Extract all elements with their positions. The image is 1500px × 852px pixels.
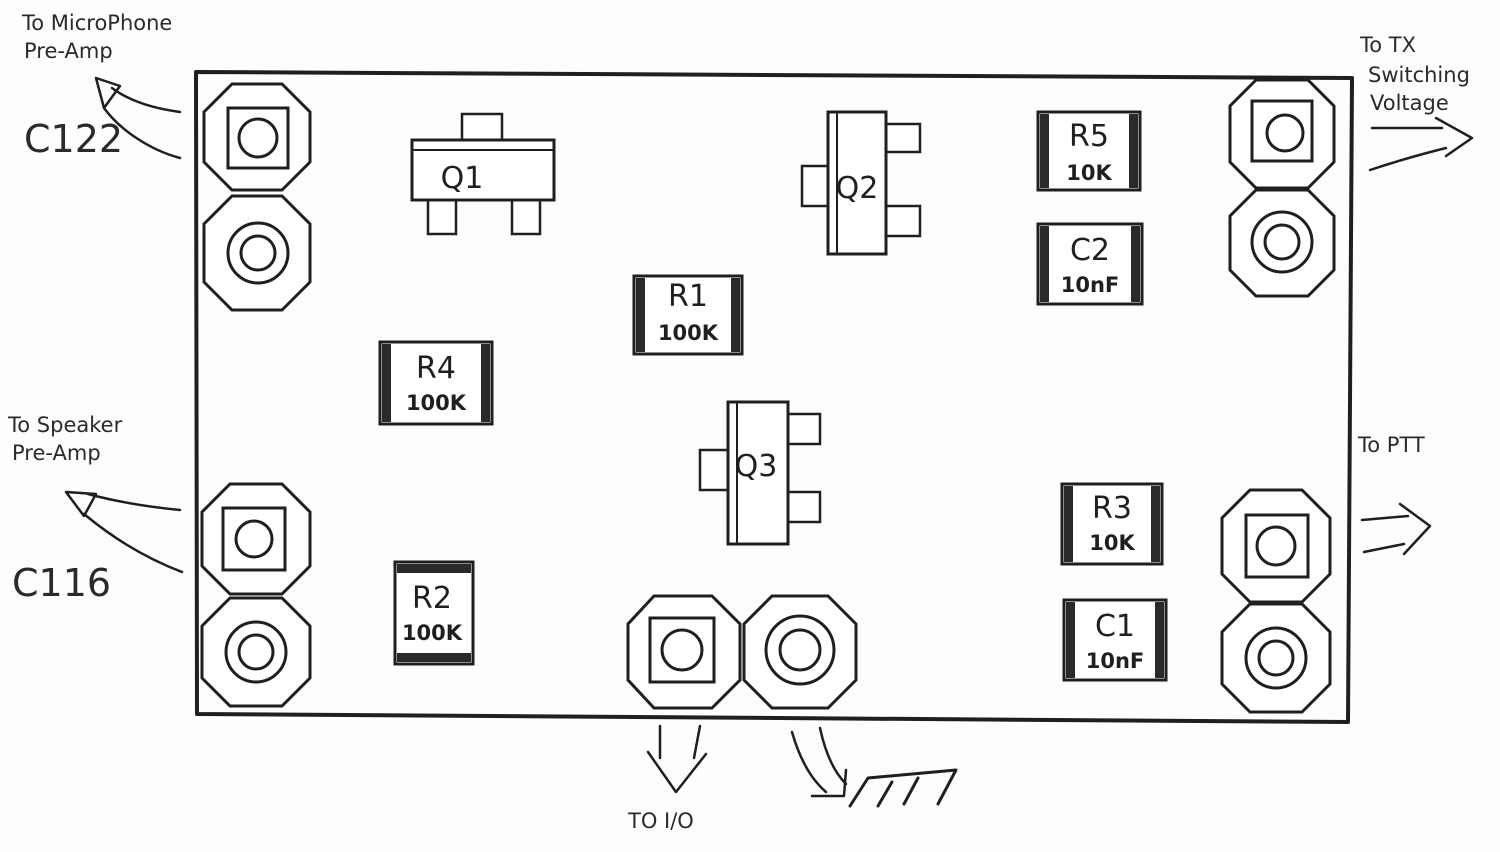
pad-bottom-right-round: [1220, 602, 1332, 714]
io-label: TO I/O: [627, 809, 694, 833]
microphone-arrow: [94, 76, 182, 160]
pad-bottom-left-round: [200, 596, 312, 708]
ground-symbol: [848, 768, 958, 808]
pad-bottom-center-square: [626, 594, 742, 710]
speaker-arrow: [64, 490, 184, 574]
q1-label: Q1: [441, 161, 484, 196]
transistor-q2: Q2: [800, 110, 922, 256]
r2-designator: R2: [412, 581, 452, 616]
speaker-label-line1: To Speaker: [7, 413, 123, 437]
microphone-label-line2: Pre-Amp: [24, 39, 113, 63]
transistor-q3: Q3: [698, 400, 822, 546]
r3-value: 10K: [1089, 531, 1135, 555]
transistor-q1: Q1: [410, 112, 556, 236]
q3-label: Q3: [735, 449, 778, 484]
capacitor-c1: C1 10nF: [1062, 598, 1168, 682]
resistor-r3: R3 10K: [1060, 482, 1164, 566]
board-outline: [194, 70, 1354, 724]
resistor-r2: R2 100K: [393, 560, 475, 666]
r5-value: 10K: [1066, 161, 1112, 185]
r1-value: 100K: [658, 321, 719, 345]
r2-value: 100K: [402, 621, 463, 645]
ptt-arrow: [1360, 502, 1432, 556]
ground-arrow: [790, 726, 848, 798]
pad-bottom-right-square: [1220, 488, 1332, 604]
c116-label: C116: [12, 561, 111, 605]
microphone-label-line1: To MicroPhone: [21, 11, 172, 35]
r1-designator: R1: [668, 279, 708, 314]
ptt-label: To PTT: [1357, 433, 1425, 457]
speaker-label-line2: Pre-Amp: [12, 441, 101, 465]
tx-arrow: [1368, 116, 1474, 172]
resistor-r5: R5 10K: [1036, 110, 1142, 192]
r4-value: 100K: [406, 391, 467, 415]
resistor-r4: R4 100K: [378, 340, 494, 426]
tx-label-line2: Switching: [1368, 63, 1470, 87]
tx-label-line3: Voltage: [1370, 91, 1449, 115]
pad-bottom-center-round: [742, 594, 858, 710]
r3-designator: R3: [1092, 491, 1132, 526]
r5-designator: R5: [1069, 119, 1109, 154]
pad-top-right-square: [1228, 78, 1336, 190]
tx-label-line1: To TX: [1359, 33, 1416, 57]
pad-top-left-square: [202, 82, 312, 192]
pad-bottom-left-square: [200, 482, 312, 596]
io-arrow: [646, 724, 708, 794]
resistor-r1: R1 100K: [632, 274, 744, 356]
c122-label: C122: [24, 117, 123, 161]
c2-value: 10nF: [1061, 273, 1120, 297]
c1-designator: C1: [1095, 609, 1135, 644]
c1-value: 10nF: [1086, 649, 1145, 673]
capacitor-c2: C2 10nF: [1036, 222, 1144, 306]
q2-label: Q2: [836, 171, 879, 206]
r4-designator: R4: [416, 351, 456, 386]
pad-top-left-round: [202, 194, 312, 312]
pad-top-right-round: [1228, 188, 1336, 298]
c2-designator: C2: [1070, 233, 1110, 268]
